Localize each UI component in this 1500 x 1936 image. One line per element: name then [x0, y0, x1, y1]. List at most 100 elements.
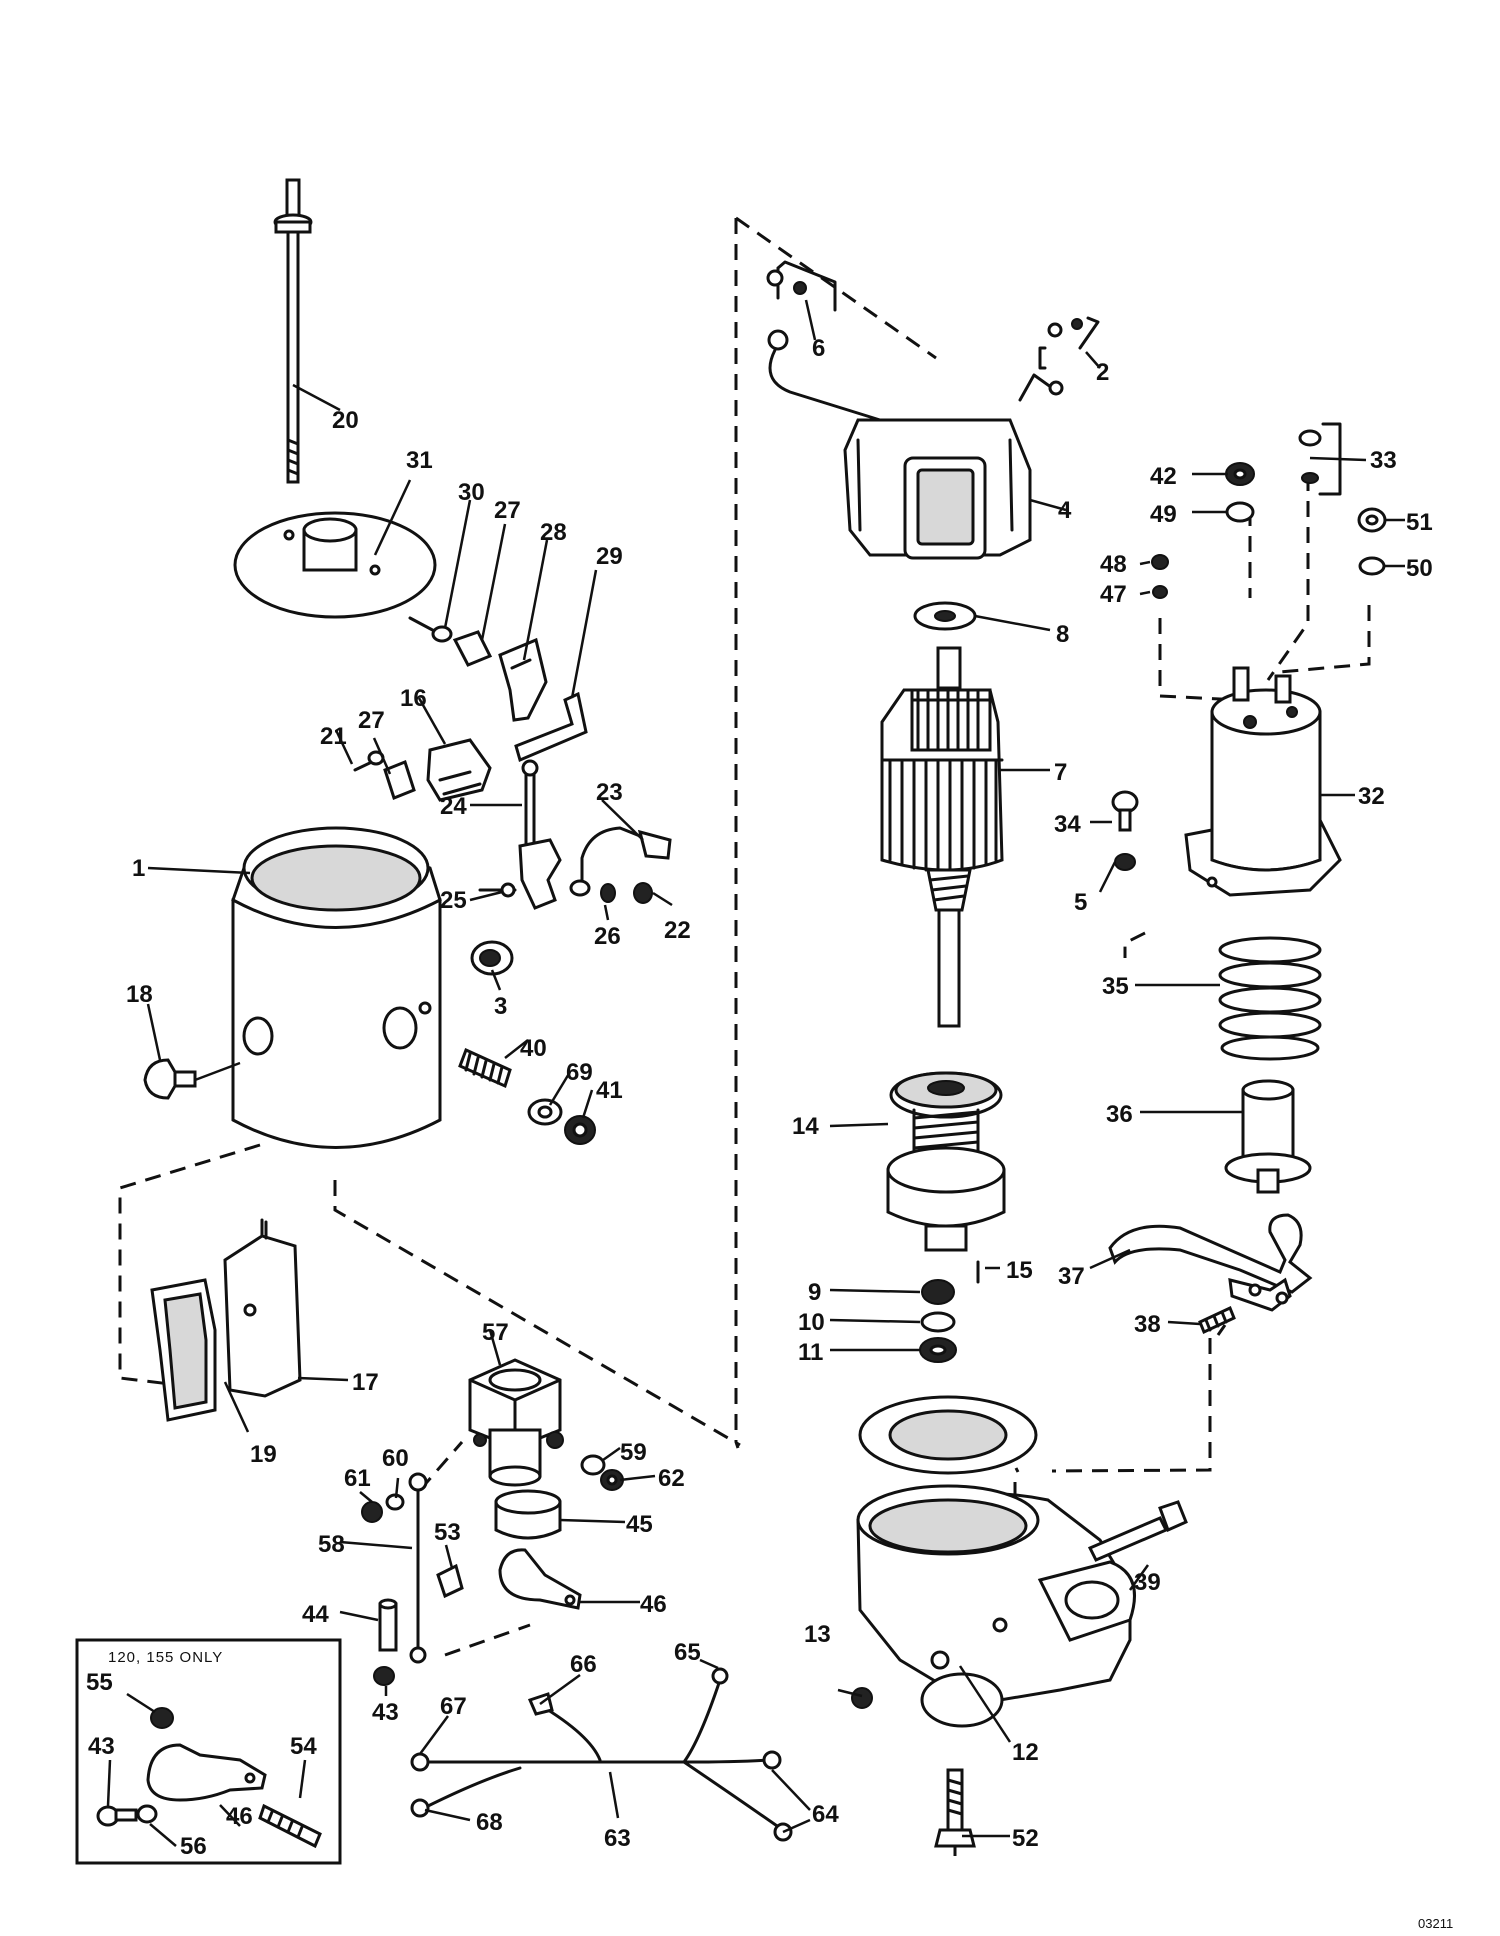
part-nuts-2	[1038, 316, 1100, 370]
callout-33: 33	[1370, 447, 1397, 474]
callout-1: 1	[132, 855, 145, 882]
callout-25: 25	[440, 887, 467, 914]
part-through-bolt	[273, 178, 313, 484]
part-screw-18	[143, 1058, 197, 1100]
leader-lines	[106, 299, 1405, 1847]
callout-44: 44	[302, 1601, 329, 1628]
callout-40: 40	[520, 1035, 547, 1062]
callout-65: 65	[674, 1639, 701, 1666]
callout-59: 59	[620, 1439, 647, 1466]
part-bolt-52	[934, 1768, 976, 1848]
part-lead-and-clip	[408, 1472, 464, 1664]
callout-5: 5	[1074, 889, 1087, 916]
callout-14: 14	[792, 1113, 819, 1140]
callout-49: 49	[1150, 501, 1177, 528]
callout-43b: 43	[88, 1733, 115, 1760]
callout-43a: 43	[372, 1699, 399, 1726]
callout-3: 3	[494, 993, 507, 1020]
part-washer-nut-59-62	[580, 1454, 624, 1491]
callout-67: 67	[440, 1693, 467, 1720]
part-frame-housing	[231, 826, 442, 1149]
callout-56: 56	[180, 1833, 207, 1860]
callout-66: 66	[570, 1651, 597, 1678]
callout-13: 13	[804, 1621, 831, 1648]
part-grommet	[470, 940, 514, 976]
callout-61: 61	[344, 1465, 371, 1492]
part-nut-washer-50-51	[1357, 507, 1387, 576]
part-nuts-washers-left	[1151, 462, 1255, 599]
figure-number: 03211	[1418, 1916, 1453, 1931]
callout-64: 64	[812, 1801, 839, 1828]
callout-numbers: 1 2 3 4 5 6 7 8 9 10 11 12 13 14 15 16 1…	[86, 335, 1453, 1931]
callout-69: 69	[566, 1059, 593, 1086]
callout-7: 7	[1054, 759, 1067, 786]
part-drive-end-housing	[856, 1484, 1136, 1728]
callout-34: 34	[1054, 811, 1081, 838]
part-stop-collar-group	[919, 1279, 957, 1363]
callout-51: 51	[1406, 509, 1433, 536]
callout-32: 32	[1358, 783, 1385, 810]
callout-53: 53	[434, 1519, 461, 1546]
callout-62: 62	[658, 1465, 685, 1492]
callout-29: 29	[596, 543, 623, 570]
callout-54: 54	[290, 1733, 317, 1760]
part-brush-holder-group	[353, 616, 588, 802]
callout-38: 38	[1134, 1311, 1161, 1338]
callout-46b: 46	[226, 1803, 253, 1830]
part-spacer	[378, 1598, 398, 1652]
callout-58: 58	[318, 1531, 345, 1558]
callout-17: 17	[352, 1369, 379, 1396]
callout-23: 23	[596, 779, 623, 806]
callout-68: 68	[476, 1809, 503, 1836]
callout-50: 50	[1406, 555, 1433, 582]
part-end-plate	[233, 511, 437, 619]
part-clamp	[498, 1548, 582, 1610]
part-nut-washer-60-61	[361, 1493, 405, 1523]
inset-box	[75, 1638, 342, 1865]
callout-42: 42	[1150, 463, 1177, 490]
part-field-coil	[767, 329, 1064, 560]
callout-55: 55	[86, 1669, 113, 1696]
callout-47: 47	[1100, 581, 1127, 608]
part-gasket-cover	[150, 1218, 302, 1422]
assembly-dashed-lines	[118, 216, 1371, 1860]
callout-20: 20	[332, 407, 359, 434]
part-screw-43	[373, 1666, 395, 1686]
callout-48: 48	[1100, 551, 1127, 578]
callout-10: 10	[798, 1309, 825, 1336]
callout-24: 24	[440, 793, 467, 820]
part-wire-harness	[410, 1667, 793, 1842]
part-bolt-39	[1087, 1500, 1188, 1562]
part-solenoid-switch	[468, 1358, 564, 1487]
part-drive-assembly	[886, 1071, 1006, 1252]
callout-46a: 46	[640, 1591, 667, 1618]
part-plunger	[1224, 1079, 1312, 1194]
callout-63: 63	[604, 1825, 631, 1852]
callout-30: 30	[458, 479, 485, 506]
callout-27a: 27	[494, 497, 521, 524]
callout-18: 18	[126, 981, 153, 1008]
callout-60: 60	[382, 1445, 409, 1472]
callout-52: 52	[1012, 1825, 1039, 1852]
part-screw-washer-34-5	[1111, 790, 1139, 871]
callout-36: 36	[1106, 1101, 1133, 1128]
callout-8: 8	[1056, 621, 1069, 648]
part-screws-6	[766, 260, 837, 312]
callout-26: 26	[594, 923, 621, 950]
part-head-plate	[858, 1395, 1038, 1475]
callout-37: 37	[1058, 1263, 1085, 1290]
callout-41: 41	[596, 1077, 623, 1104]
callout-2: 2	[1096, 359, 1109, 386]
callout-21: 21	[320, 723, 347, 750]
inset-label: 120, 155 ONLY	[108, 1649, 223, 1666]
callout-11: 11	[798, 1339, 823, 1366]
callout-6: 6	[812, 335, 825, 362]
part-nut-13	[851, 1687, 873, 1709]
callout-19: 19	[250, 1441, 277, 1468]
callout-15: 15	[1006, 1257, 1033, 1284]
callout-4: 4	[1058, 497, 1072, 524]
callout-12: 12	[1012, 1739, 1039, 1766]
callout-16: 16	[400, 685, 427, 712]
part-stud-washer-nut	[458, 1047, 596, 1145]
